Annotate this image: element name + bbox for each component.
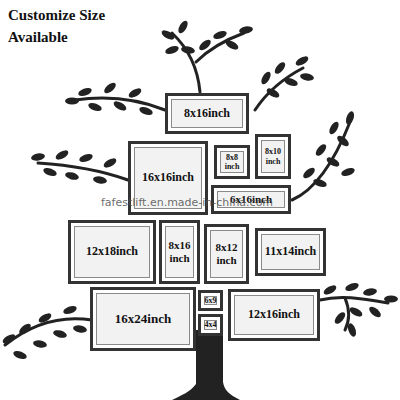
- leaf: [367, 305, 382, 319]
- frame-size-label: 8x10 inch: [263, 147, 283, 165]
- leaf: [52, 329, 67, 339]
- leaf: [344, 281, 360, 292]
- leaf: [102, 156, 118, 169]
- leaf: [333, 310, 347, 325]
- leaf: [32, 339, 47, 348]
- photo-frame: 8x10 inch: [255, 134, 291, 179]
- leaf: [314, 142, 328, 157]
- leaf: [273, 60, 287, 75]
- branch: [292, 122, 350, 200]
- leaf: [335, 134, 350, 148]
- title: Customize Size Available: [8, 5, 133, 49]
- frame-size-label: 4x4: [205, 320, 217, 329]
- leaf: [62, 304, 78, 315]
- leaf: [344, 110, 355, 126]
- leaf: [362, 287, 377, 296]
- leaf: [37, 311, 53, 324]
- leaf: [92, 175, 107, 184]
- leaf: [346, 322, 357, 338]
- photo-frame: 12x18inch: [68, 220, 156, 284]
- leaf: [127, 86, 143, 99]
- leaf: [87, 101, 103, 112]
- leaf: [78, 152, 94, 163]
- frame-size-label: 8x16inch: [184, 107, 230, 121]
- photo-frame: 6x9: [198, 290, 223, 311]
- leaf: [12, 349, 28, 360]
- branch: [320, 297, 388, 303]
- frame-size-label: 16x16inch: [142, 171, 194, 185]
- leaf: [54, 148, 70, 161]
- leaf: [312, 177, 328, 188]
- leaf: [322, 283, 338, 296]
- leaf: [224, 38, 240, 51]
- photo-frame: 8x16inch: [165, 93, 249, 134]
- leaf: [197, 38, 212, 52]
- frame-size-label: 11x14inch: [265, 245, 316, 259]
- leaf: [325, 155, 341, 168]
- leaf: [301, 166, 316, 180]
- photo-frame: 8x16 inch: [159, 220, 200, 284]
- leaf: [327, 120, 340, 136]
- leaf: [340, 166, 356, 177]
- branch: [5, 319, 92, 345]
- leaf: [64, 171, 79, 181]
- leaf: [164, 44, 180, 55]
- leaf: [283, 76, 299, 87]
- leaf: [72, 324, 87, 333]
- leaf: [1, 332, 17, 345]
- photo-frame: 11x14inch: [255, 228, 326, 276]
- leaf: [294, 54, 310, 67]
- leaf: [176, 19, 189, 35]
- leaf: [17, 322, 32, 336]
- leaf: [102, 81, 117, 95]
- frame-size-label: 8x12 inch: [212, 241, 241, 266]
- leaf: [180, 45, 195, 54]
- leaf: [138, 105, 154, 116]
- photo-frame: 12x16inch: [228, 289, 320, 341]
- frame-size-label: 8x8 inch: [222, 153, 242, 171]
- leaf: [160, 28, 176, 41]
- photo-frame: 16x24inch: [90, 287, 196, 351]
- leaf: [30, 152, 45, 161]
- leaf: [212, 29, 228, 40]
- branch: [38, 163, 128, 180]
- leaf: [384, 296, 398, 303]
- leaf: [112, 99, 128, 112]
- leaf: [77, 86, 93, 97]
- frame-size-label: 6x9: [205, 296, 217, 305]
- frame-size-label: 12x18inch: [86, 245, 138, 259]
- leaf: [299, 72, 314, 81]
- branch: [255, 68, 303, 110]
- leaf: [259, 70, 272, 86]
- frame-size-label: 12x16inch: [248, 308, 300, 322]
- photo-frame: 8x12 inch: [204, 224, 249, 284]
- photo-frame: 8x8 inch: [214, 145, 250, 179]
- photo-frame: 4x4: [198, 314, 223, 336]
- leaf: [265, 86, 281, 99]
- frame-size-label: 8x16 inch: [167, 239, 192, 264]
- leaf: [348, 305, 364, 318]
- leaf: [42, 166, 58, 177]
- watermark: fafestlift.en.made-in-china.com: [101, 196, 273, 209]
- leaf: [238, 25, 253, 34]
- leaf: [65, 98, 79, 105]
- frame-size-label: 16x24inch: [115, 312, 171, 327]
